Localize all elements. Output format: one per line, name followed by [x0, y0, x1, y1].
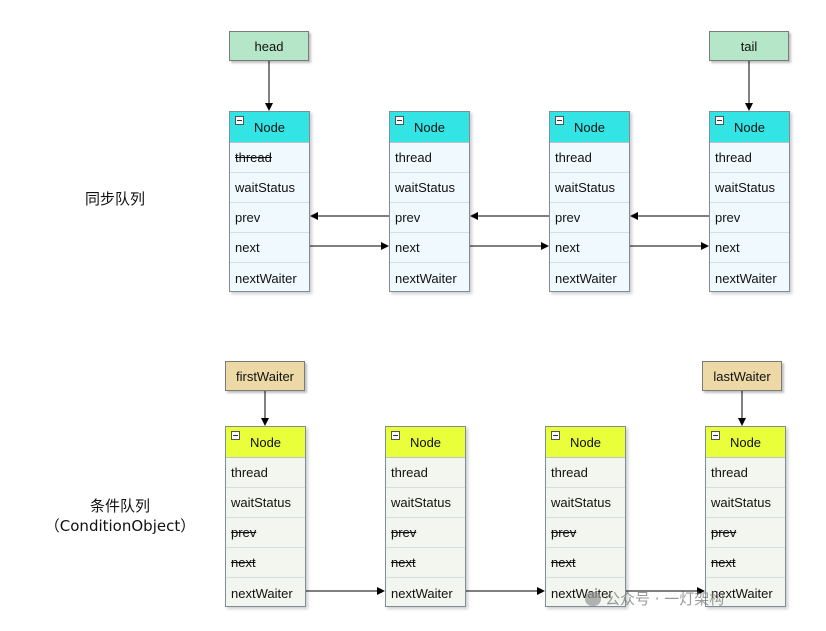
tail-pointer-box: tail: [709, 31, 789, 61]
collapse-icon[interactable]: [555, 116, 564, 125]
node-header: Node: [226, 427, 305, 458]
condition-queue-label: 条件队列 （ConditionObject）: [40, 496, 200, 536]
node-header: Node: [710, 112, 789, 143]
node-header: Node: [386, 427, 465, 458]
field-nextwaiter: nextWaiter: [391, 585, 453, 601]
field-nextwaiter: nextWaiter: [235, 270, 297, 286]
collapse-icon[interactable]: [711, 431, 720, 440]
field-nextwaiter: nextWaiter: [715, 270, 777, 286]
first-waiter-pointer-box: firstWaiter: [225, 361, 305, 391]
condition-node-2: Node thread waitStatus prev next nextWai…: [385, 426, 466, 607]
field-nextwaiter: nextWaiter: [231, 585, 293, 601]
field-next: next: [546, 548, 625, 578]
field-thread: thread: [390, 143, 469, 173]
node-header: Node: [550, 112, 629, 143]
collapse-icon[interactable]: [231, 431, 240, 440]
node-header: Node: [546, 427, 625, 458]
field-waitstatus: waitStatus: [706, 488, 785, 518]
collapse-icon[interactable]: [235, 116, 244, 125]
field-prev: prev: [386, 518, 465, 548]
condition-node-4: Node thread waitStatus prev next nextWai…: [705, 426, 786, 607]
watermark: 公众号 · 一灯架构: [585, 588, 724, 609]
condition-node-1: Node thread waitStatus prev next nextWai…: [225, 426, 306, 607]
field-thread: thread: [386, 458, 465, 488]
node-title: Node: [249, 434, 282, 450]
field-next: next: [550, 233, 629, 263]
head-pointer-box: head: [229, 31, 309, 61]
sync-node-1: Node thread waitStatus prev next nextWai…: [229, 111, 310, 292]
wechat-icon: [585, 591, 601, 606]
field-next: next: [386, 548, 465, 578]
field-thread: thread: [226, 458, 305, 488]
sync-node-4: Node thread waitStatus prev next nextWai…: [709, 111, 790, 292]
field-nextwaiter: nextWaiter: [711, 585, 773, 601]
field-nextwaiter: nextWaiter: [395, 270, 457, 286]
field-waitstatus: waitStatus: [386, 488, 465, 518]
sync-node-3: Node thread waitStatus prev next nextWai…: [549, 111, 630, 292]
field-thread: thread: [230, 143, 309, 173]
collapse-icon[interactable]: [715, 116, 724, 125]
node-title: Node: [733, 119, 766, 135]
field-next: next: [230, 233, 309, 263]
field-waitstatus: waitStatus: [226, 488, 305, 518]
field-prev: prev: [546, 518, 625, 548]
node-title: Node: [413, 119, 446, 135]
collapse-icon[interactable]: [391, 431, 400, 440]
field-next: next: [390, 233, 469, 263]
field-next: next: [226, 548, 305, 578]
field-thread: thread: [710, 143, 789, 173]
field-prev: prev: [706, 518, 785, 548]
field-waitstatus: waitStatus: [710, 173, 789, 203]
node-title: Node: [573, 119, 606, 135]
condition-node-3: Node thread waitStatus prev next nextWai…: [545, 426, 626, 607]
field-prev: prev: [230, 203, 309, 233]
field-thread: thread: [706, 458, 785, 488]
node-title: Node: [569, 434, 602, 450]
field-prev: prev: [226, 518, 305, 548]
field-thread: thread: [550, 143, 629, 173]
node-title: Node: [729, 434, 762, 450]
last-waiter-pointer-box: lastWaiter: [702, 361, 782, 391]
node-header: Node: [706, 427, 785, 458]
field-next: next: [710, 233, 789, 263]
watermark-text: 公众号 · 一灯架构: [605, 590, 725, 608]
field-prev: prev: [390, 203, 469, 233]
node-title: Node: [409, 434, 442, 450]
node-header: Node: [230, 112, 309, 143]
field-prev: prev: [550, 203, 629, 233]
node-title: Node: [253, 119, 286, 135]
field-waitstatus: waitStatus: [546, 488, 625, 518]
field-waitstatus: waitStatus: [550, 173, 629, 203]
field-waitstatus: waitStatus: [230, 173, 309, 203]
field-prev: prev: [710, 203, 789, 233]
condition-queue-subtitle: （ConditionObject）: [44, 517, 196, 535]
sync-node-2: Node thread waitStatus prev next nextWai…: [389, 111, 470, 292]
field-thread: thread: [546, 458, 625, 488]
field-nextwaiter: nextWaiter: [555, 270, 617, 286]
collapse-icon[interactable]: [395, 116, 404, 125]
collapse-icon[interactable]: [551, 431, 560, 440]
field-waitstatus: waitStatus: [390, 173, 469, 203]
node-header: Node: [390, 112, 469, 143]
condition-queue-title: 条件队列: [89, 497, 150, 515]
sync-queue-label: 同步队列: [84, 190, 145, 208]
field-next: next: [706, 548, 785, 578]
